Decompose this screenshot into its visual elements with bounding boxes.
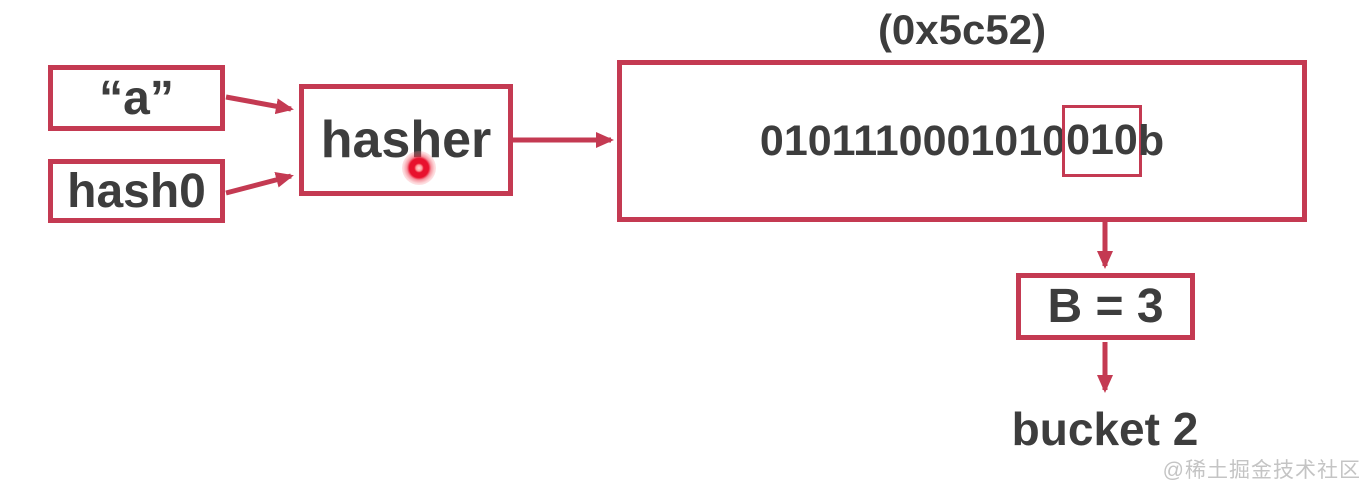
hash-binary-suffix: b [1137,116,1165,165]
seed-node-label: hash0 [67,164,206,218]
key-node-label: “a” [99,71,174,125]
hash-hex-label: (0x5c52) [877,6,1047,53]
low-bits-highlight-box: 010 [1062,105,1142,177]
hash-binary-prefix: 0101110001010 [759,116,1067,165]
arrow-key-to-hasher [225,94,294,115]
arrow-seed-to-hasher [225,172,294,196]
seed-node: hash0 [48,159,225,223]
bucket-label: bucket 2 [1011,403,1199,455]
b-bits-node: B = 3 [1016,273,1195,340]
pointer-dot-icon [402,151,436,185]
b-bits-label: B = 3 [1047,280,1164,333]
site-watermark: @稀土掘金技术社区 [1162,459,1361,482]
key-node: “a” [48,65,225,131]
